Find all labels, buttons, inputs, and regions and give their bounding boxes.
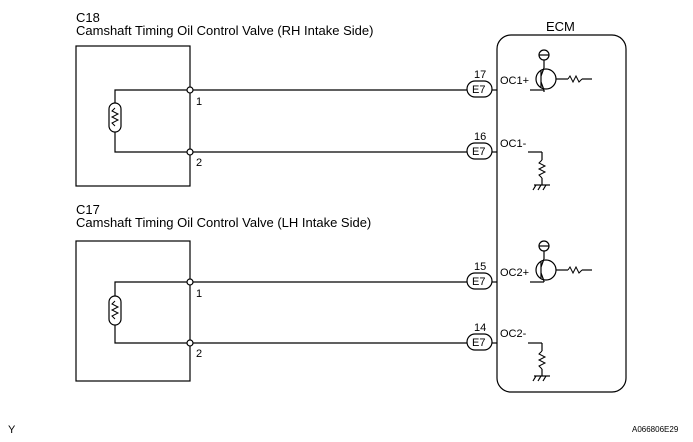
ecm-pin-17: 17 — [474, 69, 487, 81]
ecm-pin-14: 14 — [474, 322, 487, 334]
oc1-minus-ground-icon — [528, 151, 550, 191]
rh-inner-wire-top — [114, 89, 190, 103]
connector-e7-16 — [466, 142, 493, 160]
rh-valve-name: Camshaft Timing Oil Control Valve (RH In… — [76, 23, 374, 38]
rh-valve-box — [75, 45, 191, 187]
signal-oc2-plus: OC2+ — [500, 267, 530, 279]
footer-code-right: A066806E29 — [632, 425, 679, 434]
rh-pin-2: 2 — [196, 157, 203, 169]
lh-terminal-1 — [186, 278, 194, 286]
oc1-plus-transistor-icon — [530, 49, 592, 92]
rh-terminal-1 — [186, 86, 194, 94]
connector-label-e7: E7 — [472, 84, 486, 96]
lh-solenoid — [108, 295, 122, 326]
connector-e7-17 — [466, 80, 493, 98]
lh-pin-1: 1 — [196, 288, 203, 300]
rh-terminal-2 — [186, 148, 194, 156]
lh-inner-wire-bottom — [114, 325, 190, 344]
lh-terminal-2 — [186, 339, 194, 347]
footer-code-left: Y — [8, 424, 16, 436]
connector-label-e7: E7 — [472, 146, 486, 158]
lh-valve-id: C17 — [76, 202, 100, 217]
connector-e7-15 — [466, 272, 493, 290]
signal-oc1-plus: OC1+ — [500, 75, 530, 87]
connector-e7-14 — [466, 333, 493, 351]
lh-valve-box — [75, 240, 191, 382]
lh-coil-icon — [110, 300, 120, 320]
rh-valve-id: C18 — [76, 10, 100, 25]
ecm-pin-15: 15 — [474, 261, 487, 273]
lh-inner-wire-top — [114, 281, 190, 296]
rh-pin-1: 1 — [196, 96, 203, 108]
signal-oc2-minus: OC2- — [500, 328, 527, 340]
rh-inner-wire-bottom — [114, 132, 190, 153]
ecm-label: ECM — [546, 19, 575, 34]
lh-pin-2: 2 — [196, 348, 203, 360]
ecm-pin-16: 16 — [474, 131, 487, 143]
signal-oc1-minus: OC1- — [500, 138, 527, 150]
lh-valve-name: Camshaft Timing Oil Control Valve (LH In… — [76, 215, 372, 230]
oc2-minus-ground-icon — [528, 342, 550, 382]
oc2-plus-transistor-icon — [530, 240, 592, 283]
rh-solenoid — [108, 102, 122, 133]
connector-label-e7: E7 — [472, 337, 486, 349]
ecm-box — [496, 34, 627, 393]
rh-coil-icon — [110, 107, 120, 127]
connector-label-e7: E7 — [472, 276, 486, 288]
